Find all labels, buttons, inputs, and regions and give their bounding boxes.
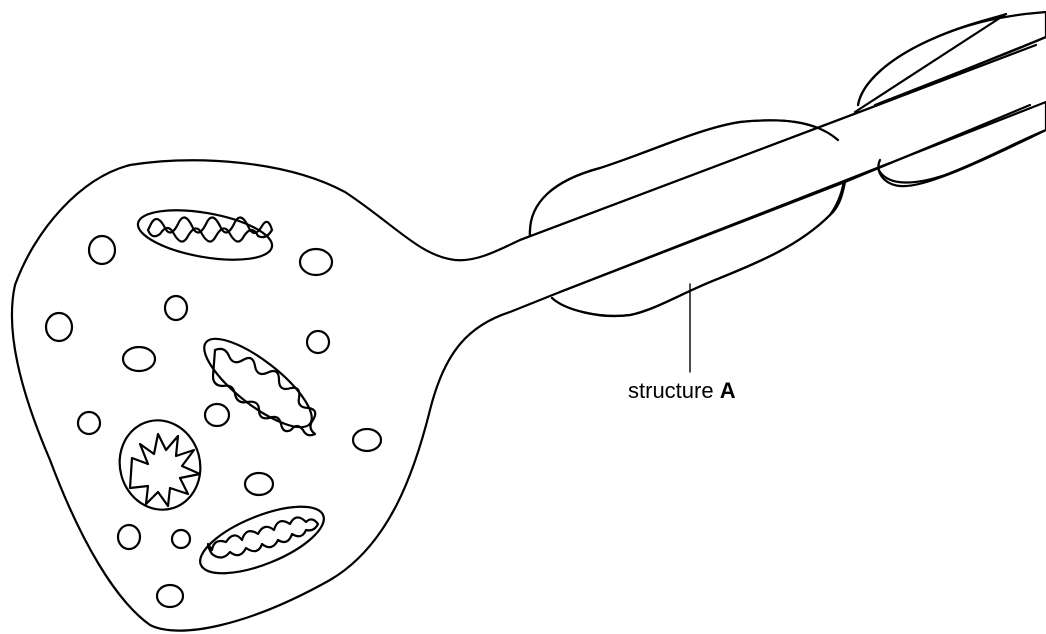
- label-text: structure: [628, 378, 720, 403]
- label-letter: A: [720, 378, 736, 403]
- structure-a-label: structure A: [628, 378, 736, 403]
- cell-body-outline: [12, 37, 1046, 631]
